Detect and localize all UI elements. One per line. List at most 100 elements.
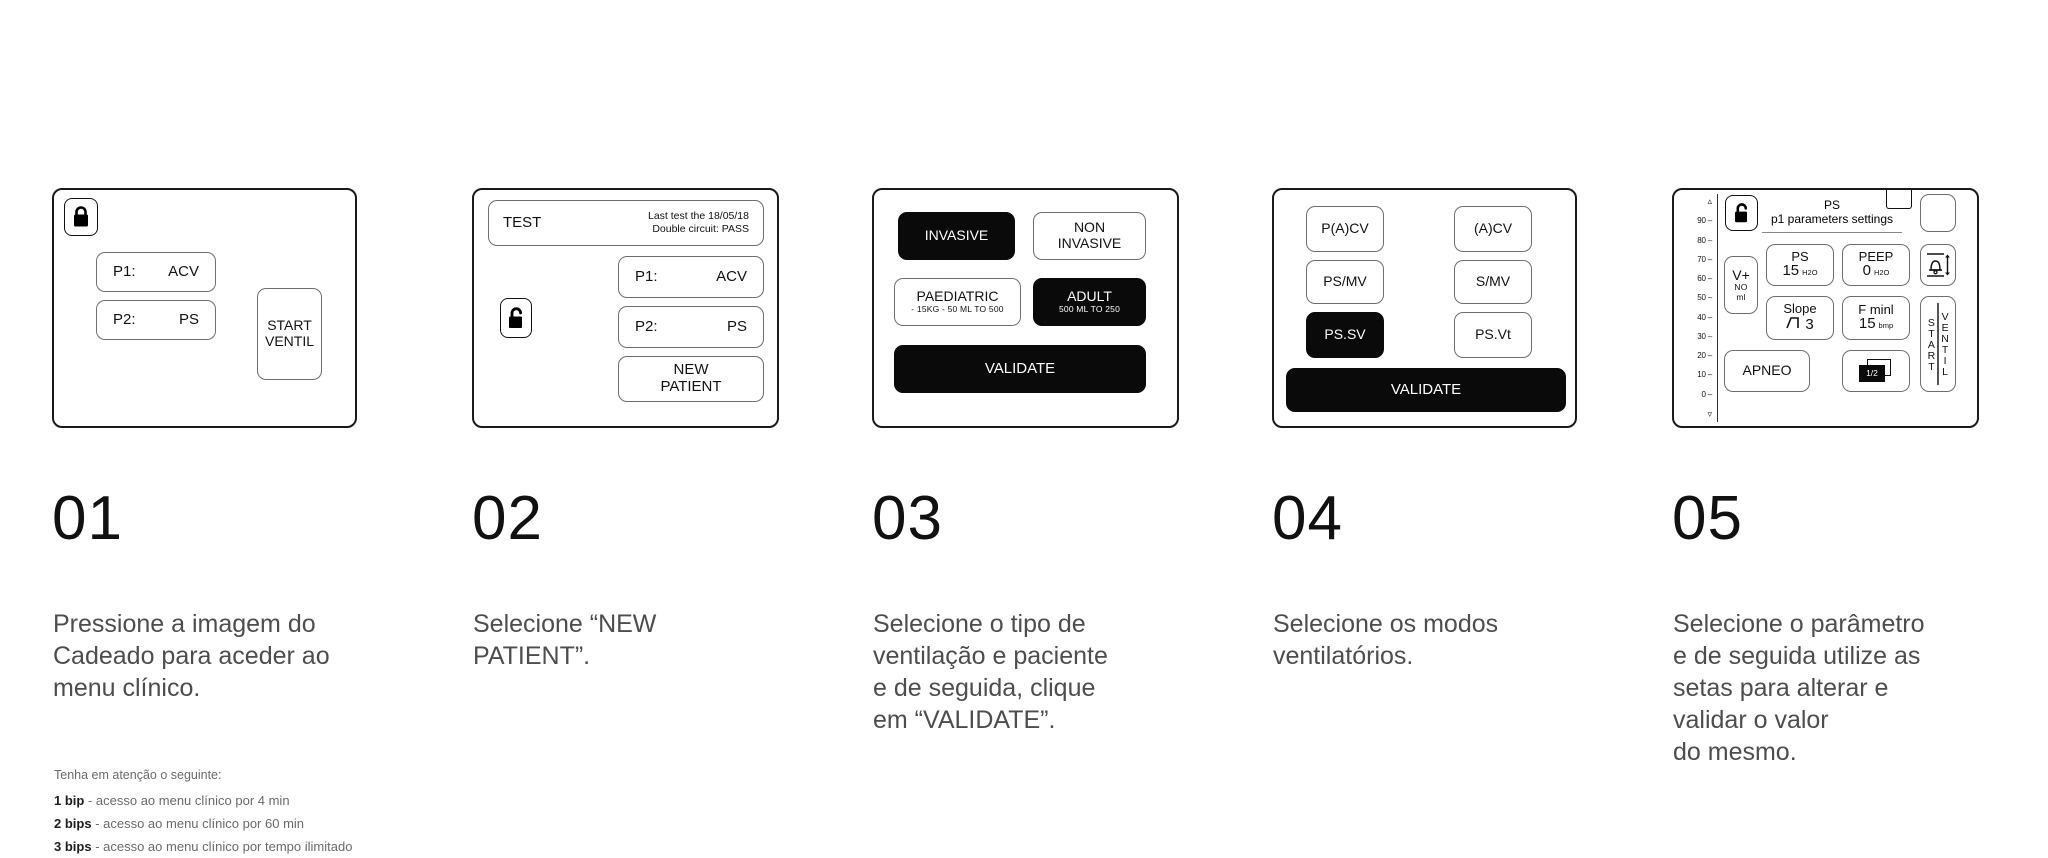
vplus-unit: ml: [1736, 293, 1745, 303]
step-03: INVASIVE NON INVASIVE PAEDIATRIC - 15KG …: [872, 0, 1272, 853]
non-invasive-button[interactable]: NON INVASIVE: [1033, 212, 1146, 260]
apneo-button[interactable]: APNEO: [1724, 350, 1810, 392]
mode-button-pacv[interactable]: P(A)CV: [1306, 206, 1384, 252]
param-value-row: 3: [1786, 316, 1813, 334]
note-item: 1 bip - acesso ao menu clínico por 4 min: [54, 790, 454, 813]
paediatric-label: PAEDIATRIC: [917, 289, 999, 305]
test-status-button[interactable]: TEST Last test the 18/05/18 Double circu…: [488, 200, 764, 246]
start-ventil-line1: START: [267, 318, 312, 334]
volume-plus-button[interactable]: V+ NO ml: [1724, 256, 1758, 314]
param-value: 15: [1782, 263, 1799, 280]
new-patient-line1: NEW: [674, 362, 709, 379]
step-number-05: 05: [1672, 488, 1743, 550]
param-value: 15: [1859, 316, 1876, 333]
lock-closed-icon[interactable]: [64, 198, 98, 236]
scale-tick: 0 –: [1701, 391, 1712, 399]
profile-p1-value: ACV: [168, 264, 199, 281]
profile-p1-button[interactable]: P1: ACV: [618, 256, 764, 298]
validate-button[interactable]: VALIDATE: [1286, 368, 1566, 412]
tab-indicator: [1886, 190, 1912, 209]
alarm-bell-icon[interactable]: [1920, 244, 1956, 286]
note-item-bold: 2 bips: [54, 816, 92, 831]
profile-p1-label: P1:: [113, 264, 136, 281]
blank-top-right-button[interactable]: [1920, 194, 1956, 232]
scale-tick: 20 –: [1697, 352, 1712, 360]
validate-label: VALIDATE: [1391, 382, 1461, 399]
slope-ramp-icon: [1786, 316, 1802, 334]
note-item: 3 bips - acesso ao menu clínico por temp…: [54, 836, 454, 858]
param-name: PS: [1791, 250, 1808, 264]
param-name: Slope: [1783, 302, 1816, 316]
profile-p2-value: PS: [727, 319, 747, 336]
param-peep-button[interactable]: PEEP 0 H2O: [1842, 244, 1910, 286]
scale-bottom-marker: ▿: [1707, 410, 1712, 419]
new-patient-button[interactable]: NEW PATIENT: [618, 356, 764, 402]
note-item-rest: - acesso ao menu clínico por 60 min: [92, 816, 304, 831]
step-number-01: 01: [52, 488, 123, 550]
vplus-label: V+: [1732, 268, 1750, 284]
start-ventil-button[interactable]: START VENTIL: [257, 288, 322, 380]
start-ventil-line2: VENTIL: [265, 334, 314, 350]
mode-button-psvt[interactable]: PS.Vt: [1454, 312, 1532, 358]
page-switch-button[interactable]: 1/2: [1842, 350, 1910, 392]
lock-open-icon[interactable]: [500, 298, 532, 338]
note-item-bold: 3 bips: [54, 839, 92, 854]
validate-button[interactable]: VALIDATE: [894, 345, 1146, 393]
param-slope-button[interactable]: Slope 3: [1766, 296, 1834, 340]
start-vertical-label: START: [1926, 317, 1937, 372]
param-fmin-button[interactable]: F minl 15 bmp: [1842, 296, 1910, 340]
scale-tick: 30 –: [1697, 333, 1712, 341]
mode-label: PS/MV: [1323, 274, 1367, 290]
mode-button-pssv[interactable]: PS.SV: [1306, 312, 1384, 358]
new-patient-line2: PATIENT: [660, 379, 721, 396]
param-unit: bmp: [1879, 322, 1894, 330]
test-info-line2: Double circuit: PASS: [652, 223, 749, 235]
param-value: 3: [1805, 317, 1813, 334]
scale-tick: 50 –: [1697, 294, 1712, 302]
param-value: 0: [1863, 263, 1871, 280]
mode-button-psmv[interactable]: PS/MV: [1306, 260, 1384, 304]
note-list: 1 bip - acesso ao menu clínico por 4 min…: [54, 790, 454, 858]
device-screen-05: ▵ 90 – 80 – 70 – 60 – 50 – 40 – 30 – 20 …: [1672, 188, 1979, 428]
page-stack-icon: 1/2: [1859, 359, 1893, 383]
mode-label: PS.SV: [1324, 327, 1365, 343]
non-invasive-line1: NON: [1074, 220, 1105, 236]
scale-top-marker: ▵: [1707, 197, 1712, 206]
test-info-line1: Last test the 18/05/18: [648, 210, 749, 222]
param-ps-button[interactable]: PS 15 H2O: [1766, 244, 1834, 286]
mode-label: S/MV: [1476, 274, 1510, 290]
step-caption-05: Selecione o parâmetro e de seguida utili…: [1673, 608, 2048, 768]
mode-button-acv[interactable]: (A)CV: [1454, 206, 1532, 252]
mode-label: PS.Vt: [1475, 327, 1511, 343]
page-badge-label: 1/2: [1859, 365, 1885, 382]
profile-p1-button[interactable]: P1: ACV: [96, 252, 216, 292]
mode-button-smv[interactable]: S/MV: [1454, 260, 1532, 304]
profile-p2-button[interactable]: P2: PS: [96, 300, 216, 340]
param-value-row: 15 H2O: [1782, 263, 1817, 280]
step-04: P(A)CV PS/MV PS.SV (A)CV S/MV PS.Vt VALI…: [1272, 0, 1672, 853]
profile-p2-value: PS: [179, 312, 199, 329]
param-value-row: 0 H2O: [1863, 263, 1890, 280]
note-item-bold: 1 bip: [54, 793, 84, 808]
header-mode: PS: [1824, 199, 1840, 213]
step-05: ▵ 90 – 80 – 70 – 60 – 50 – 40 – 30 – 20 …: [1672, 0, 2048, 853]
scale-tick: 80 –: [1697, 237, 1712, 245]
header-subtitle: p1 parameters settings: [1771, 213, 1893, 227]
scale-tick: 10 –: [1697, 371, 1712, 379]
scale-tick: 70 –: [1697, 256, 1712, 264]
note-title: Tenha em atenção o seguinte:: [54, 768, 221, 782]
profile-p2-label: P2:: [113, 312, 136, 329]
adult-button[interactable]: ADULT 500 ML TO 250: [1033, 278, 1146, 326]
invasive-button[interactable]: INVASIVE: [898, 212, 1015, 260]
lock-open-icon[interactable]: [1725, 195, 1758, 231]
device-screen-04: P(A)CV PS/MV PS.SV (A)CV S/MV PS.Vt VALI…: [1272, 188, 1577, 428]
param-value-row: 15 bmp: [1859, 316, 1893, 333]
start-ventil-button[interactable]: START VENTIL: [1920, 296, 1956, 392]
ventil-vertical-label: VENTIL: [1940, 311, 1951, 377]
profile-p2-button[interactable]: P2: PS: [618, 306, 764, 348]
param-name: F minl: [1858, 303, 1893, 317]
scale-tick: 60 –: [1697, 275, 1712, 283]
note-item-rest: - acesso ao menu clínico por tempo ilimi…: [92, 839, 353, 854]
step-caption-03: Selecione o tipo de ventilação e pacient…: [873, 608, 1263, 736]
paediatric-button[interactable]: PAEDIATRIC - 15KG - 50 ML TO 500: [894, 278, 1021, 326]
